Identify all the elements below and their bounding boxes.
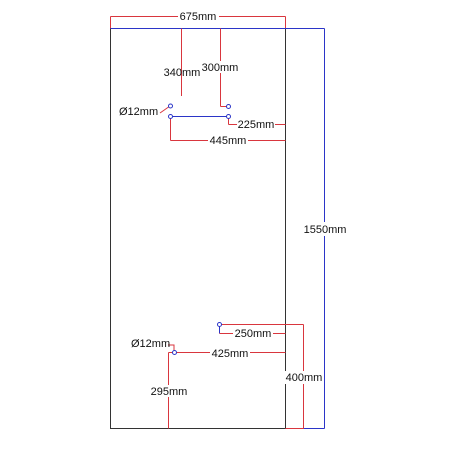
dimension-upper-hole-a-from-right: 445mm (170, 117, 286, 147)
panel-outline (110, 28, 286, 429)
dimension-panel-width: 675mm (110, 10, 286, 29)
lower-hole-a-marker (172, 350, 177, 355)
label-panel-width: 675mm (180, 11, 217, 23)
label-upper-hole-b-from-top: 300mm (202, 62, 239, 74)
dimension-lower-hole-a-from-bottom: 295mm (149, 352, 189, 429)
dimension-upper-hole-a-from-top: 340mm (164, 28, 201, 96)
upper-hole-a-marker-lower (168, 114, 173, 119)
dimension-lower-hole-a-from-right: 425mm (174, 347, 286, 360)
label-upper-hole-a-from-right: 445mm (210, 135, 247, 147)
label-upper-hole-b-from-right: 225mm (238, 119, 275, 131)
dimension-upper-hole-b-from-right: 225mm (228, 116, 286, 131)
dimension-lower-hole-b-from-right: 250mm (219, 324, 286, 340)
label-panel-height: 1550mm (304, 224, 347, 236)
upper-hole-b-marker-lower (226, 114, 231, 119)
label-lower-hole-b-from-bottom: 400mm (286, 372, 323, 384)
label-lower-hole-b-from-right: 250mm (235, 328, 272, 340)
dimension-panel-height: 1550mm (110, 28, 348, 429)
label-upper-hole-a-from-top: 340mm (164, 67, 201, 79)
upper-hole-b-marker (226, 104, 231, 109)
label-lower-hole-diameter: Ø12mm (131, 338, 170, 350)
label-upper-hole-diameter: Ø12mm (119, 106, 158, 118)
label-lower-hole-a-from-right: 425mm (212, 348, 249, 360)
dimension-upper-hole-diameter: Ø12mm (119, 105, 171, 118)
dimension-lower-hole-diameter: Ø12mm (131, 338, 175, 352)
label-lower-hole-a-from-bottom: 295mm (151, 386, 188, 398)
dimension-lower-hole-b-from-bottom: 400mm (219, 324, 324, 429)
dimension-upper-hole-b-from-top: 300mm (201, 28, 239, 107)
lower-hole-b-marker (217, 322, 222, 327)
upper-hole-a-marker (168, 103, 173, 109)
